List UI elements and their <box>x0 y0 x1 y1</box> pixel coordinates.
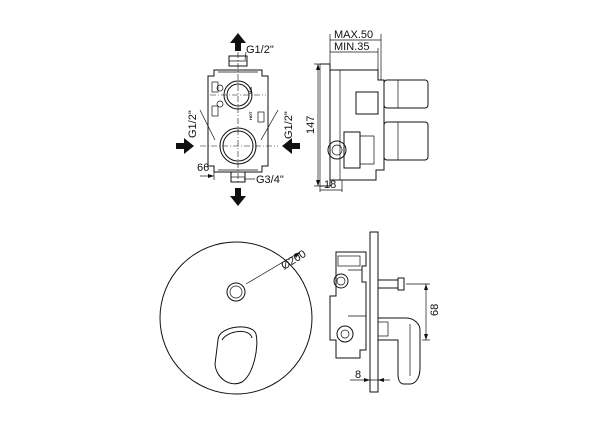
dimension-diameter: Ø200 <box>245 248 308 285</box>
label-thread-right: G1/2" <box>283 111 295 139</box>
label-dim-max: MAX.50 <box>334 29 373 41</box>
label-thread-left: G1/2" <box>187 110 199 138</box>
cover-plate-front-view <box>159 241 313 395</box>
arrow-up-icon <box>230 33 246 51</box>
label-dim-147: 147 <box>305 116 317 134</box>
label-thread-bottom: G3/4" <box>256 174 284 186</box>
assembly-side-view <box>329 231 421 393</box>
valve-body-front-view: HOT MIX <box>200 52 278 183</box>
arrow-down-icon <box>230 188 246 206</box>
valve-body-side-view <box>319 63 429 187</box>
label-dim-min: MIN.35 <box>334 41 369 53</box>
label-dim-18: 18 <box>324 179 336 191</box>
arrow-right-icon <box>176 138 194 154</box>
label-dim-8: 8 <box>355 369 361 381</box>
label-thread-top: G1/2" <box>246 44 274 56</box>
body-mark-2: MIX <box>248 87 253 94</box>
dimension-68: 68 <box>406 283 441 341</box>
label-dim-66: 66 <box>197 162 209 174</box>
dimension-66: 66 <box>197 162 215 180</box>
dimension-18: 18 <box>319 179 343 192</box>
dimension-8: 8 <box>350 369 390 392</box>
body-mark-1: HOT <box>248 111 253 120</box>
arrow-left-icon <box>282 138 300 154</box>
label-dim-68: 68 <box>429 304 441 316</box>
dimension-depth-range: MAX.50 MIN.35 <box>329 29 382 80</box>
dimension-147: 147 <box>305 63 328 187</box>
